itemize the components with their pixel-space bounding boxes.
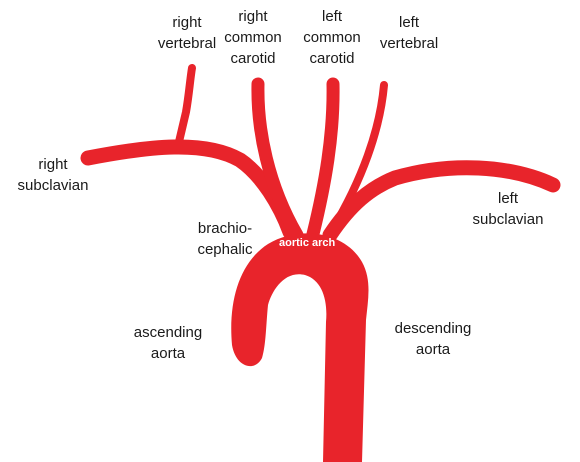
aortic-arch-label: aortic arch bbox=[279, 237, 336, 249]
right-common-carotid-artery bbox=[251, 77, 304, 242]
left-vertebral-label: left vertebral bbox=[379, 14, 439, 52]
left-common-carotid-artery bbox=[306, 77, 340, 241]
right-subclavian-label: right subclavian bbox=[17, 156, 89, 194]
right-common-carotid-label: right common carotid bbox=[224, 8, 282, 67]
left-subclavian-artery bbox=[322, 160, 561, 243]
left-common-carotid-label: left common carotid bbox=[303, 8, 361, 67]
left-subclavian-label: left subclavian bbox=[472, 190, 544, 228]
brachiocephalic-label: brachio- cephalic bbox=[197, 220, 253, 258]
right-vertebral-artery bbox=[174, 64, 196, 150]
ascending-aorta-label: ascending aorta bbox=[133, 324, 203, 362]
right-vertebral-label: right vertebral bbox=[157, 14, 217, 52]
aortic-arch-body bbox=[231, 233, 369, 462]
descending-aorta-label: descending aorta bbox=[394, 320, 472, 358]
